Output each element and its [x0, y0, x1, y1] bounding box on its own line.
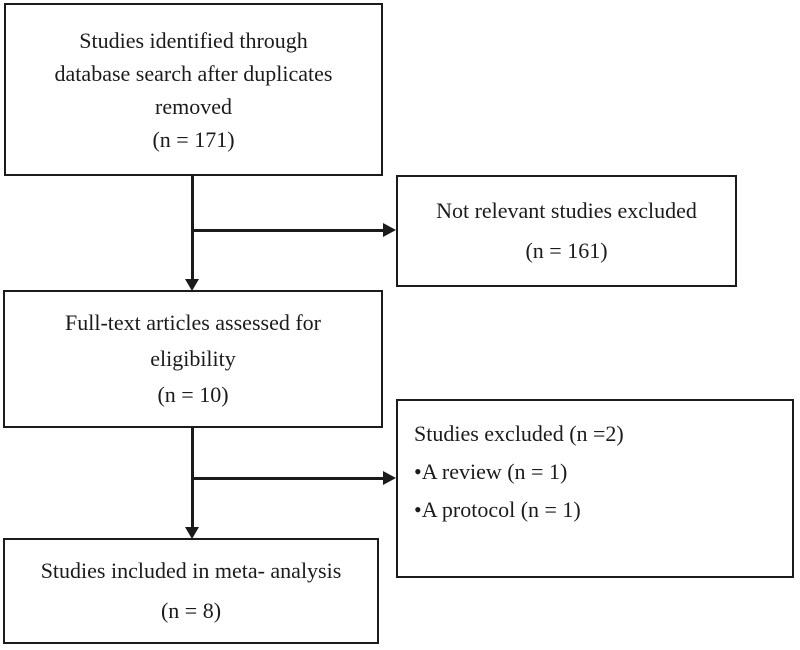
arrow-right-icon: [383, 223, 396, 237]
box-fulltext-assessed-line: Full-text articles assessed for: [65, 310, 321, 335]
arrow-right-icon: [383, 471, 396, 485]
box-studies-included: Studies included in meta- analysis (n = …: [3, 538, 379, 644]
box-studies-identified-line: database search after duplicates: [54, 60, 333, 86]
box-not-relevant-excluded-count: (n = 161): [525, 238, 608, 263]
box-fulltext-assessed: Full-text articles assessed for eligibil…: [3, 290, 383, 428]
box-fulltext-assessed-count: (n = 10): [157, 382, 229, 407]
box-studies-identified-line: removed: [155, 93, 232, 119]
box-not-relevant-excluded: Not relevant studies excluded (n = 161): [396, 175, 737, 287]
connector-to-not-relevant: [192, 229, 384, 232]
box-studies-included-line: Studies included in meta- analysis: [40, 558, 342, 583]
arrow-down-icon: [185, 527, 199, 539]
box-not-relevant-excluded-line: Not relevant studies excluded: [436, 198, 697, 223]
box-studies-identified: Studies identified through database sear…: [4, 3, 383, 176]
box-studies-identified-line: Studies identified through: [79, 27, 308, 53]
box-studies-excluded: Studies excluded (n =2) •A review (n = 1…: [396, 399, 794, 578]
box-studies-excluded-bullet: •A review (n = 1): [414, 459, 568, 484]
connector-identified-to-fulltext: [191, 176, 194, 280]
box-studies-excluded-title: Studies excluded (n =2): [414, 421, 624, 446]
connector-to-excluded: [192, 477, 384, 480]
box-studies-identified-count: (n = 171): [152, 126, 235, 152]
box-studies-excluded-bullet: •A protocol (n = 1): [414, 497, 581, 522]
box-studies-included-count: (n = 8): [160, 598, 222, 623]
box-fulltext-assessed-line: eligibility: [150, 346, 236, 371]
arrow-down-icon: [185, 279, 199, 291]
